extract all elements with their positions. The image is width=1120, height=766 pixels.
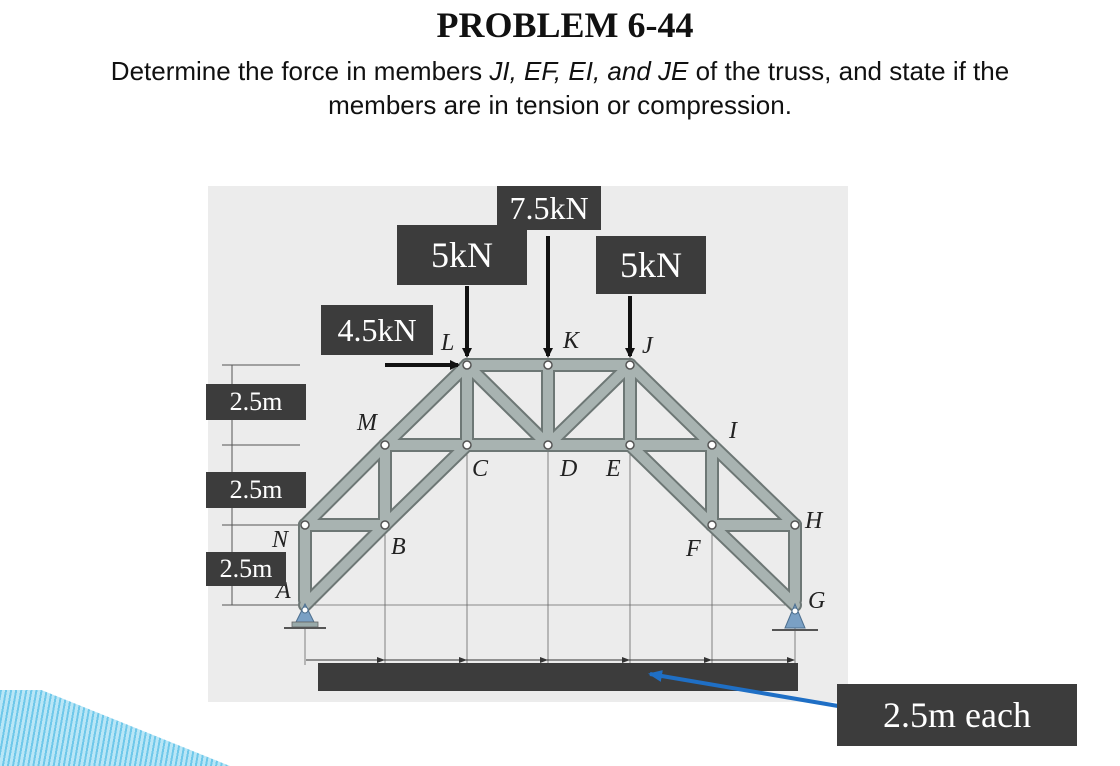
joint-label-e: E bbox=[606, 456, 621, 482]
problem-title: PROBLEM 6-44 bbox=[436, 5, 694, 45]
load-arrows bbox=[385, 236, 635, 370]
load-label-k: 7.5kN bbox=[497, 186, 601, 230]
pin-support-a bbox=[284, 602, 326, 629]
joint-label-h: H bbox=[805, 508, 823, 534]
prompt-members: JI, EF, EI, and JE bbox=[489, 56, 689, 86]
joint-label-k: K bbox=[563, 328, 580, 354]
joint-label-j: J bbox=[642, 333, 653, 359]
pointer-arrow bbox=[648, 670, 839, 708]
load-label-l: 5kN bbox=[397, 225, 527, 285]
load-label-j: 5kN bbox=[596, 236, 706, 294]
joint-label-n: N bbox=[272, 527, 289, 553]
joint-label-i: I bbox=[729, 418, 737, 444]
dimension-label-3: 2.5m bbox=[206, 552, 286, 586]
dimension-label-2: 2.5m bbox=[206, 472, 306, 508]
joint-label-f: F bbox=[686, 536, 701, 562]
joint-label-b: B bbox=[391, 534, 406, 560]
prompt-text-start: Determine the force in members bbox=[110, 56, 490, 86]
joint-label-g: G bbox=[808, 588, 826, 614]
problem-prompt: Determine the force in members JI, EF, E… bbox=[10, 54, 1110, 122]
joint-label-m: M bbox=[357, 410, 377, 436]
joint-label-l: L bbox=[441, 330, 455, 356]
horizontal-load-label: 4.5kN bbox=[321, 305, 433, 355]
prompt-line-2: members are in tension or compression. bbox=[328, 90, 792, 120]
truss-member-fill bbox=[300, 360, 800, 610]
prompt-text-end: of the truss, and state if the bbox=[688, 56, 1010, 86]
dimension-label-1: 2.5m bbox=[206, 384, 306, 420]
joint-label-c: C bbox=[472, 456, 489, 482]
joint-pins bbox=[300, 360, 800, 530]
panel-width-label: 2.5m each bbox=[837, 684, 1077, 746]
pin-support-g bbox=[772, 602, 818, 631]
joint-label-d: D bbox=[560, 456, 578, 482]
